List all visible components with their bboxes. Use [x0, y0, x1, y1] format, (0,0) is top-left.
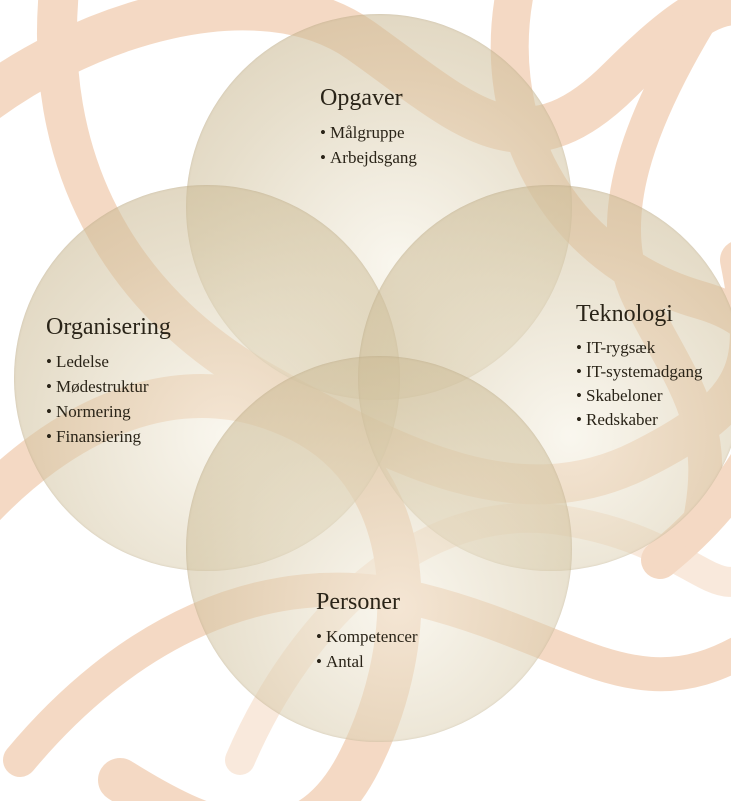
list-item: Normering — [46, 399, 171, 424]
list-item: Antal — [316, 649, 418, 674]
group-list-personer: Kompetencer Antal — [316, 624, 418, 674]
group-title-opgaver: Opgaver — [320, 85, 403, 111]
list-item: Mødestruktur — [46, 374, 171, 399]
group-title-personer: Personer — [316, 589, 400, 615]
circle-personer — [186, 356, 572, 742]
list-item: Redskaber — [576, 408, 726, 432]
list-item: Kompetencer — [316, 624, 418, 649]
group-title-organisering: Organisering — [46, 314, 171, 340]
group-list-organisering: Ledelse Mødestruktur Normering Finansier… — [46, 349, 171, 449]
list-item: Målgruppe — [320, 120, 417, 145]
list-item: IT-rygsæk — [576, 336, 726, 360]
list-item: Ledelse — [46, 349, 171, 374]
list-item: Finansiering — [46, 424, 171, 449]
group-teknologi: Teknologi IT-rygsæk IT-​systemadgang Ska… — [576, 300, 726, 432]
group-list-teknologi: IT-rygsæk IT-​systemadgang Skabeloner Re… — [576, 336, 726, 432]
group-opgaver: Opgaver Målgruppe Arbejdsgang — [320, 84, 417, 170]
list-item: Skabeloner — [576, 384, 726, 408]
list-item: IT-​systemadgang — [576, 360, 706, 384]
group-list-opgaver: Målgruppe Arbejdsgang — [320, 120, 417, 170]
group-organisering: Organisering Ledelse Mødestruktur Normer… — [46, 313, 171, 449]
group-title-teknologi: Teknologi — [576, 301, 673, 327]
group-personer: Personer Kompetencer Antal — [316, 588, 418, 674]
list-item: Arbejdsgang — [320, 145, 417, 170]
